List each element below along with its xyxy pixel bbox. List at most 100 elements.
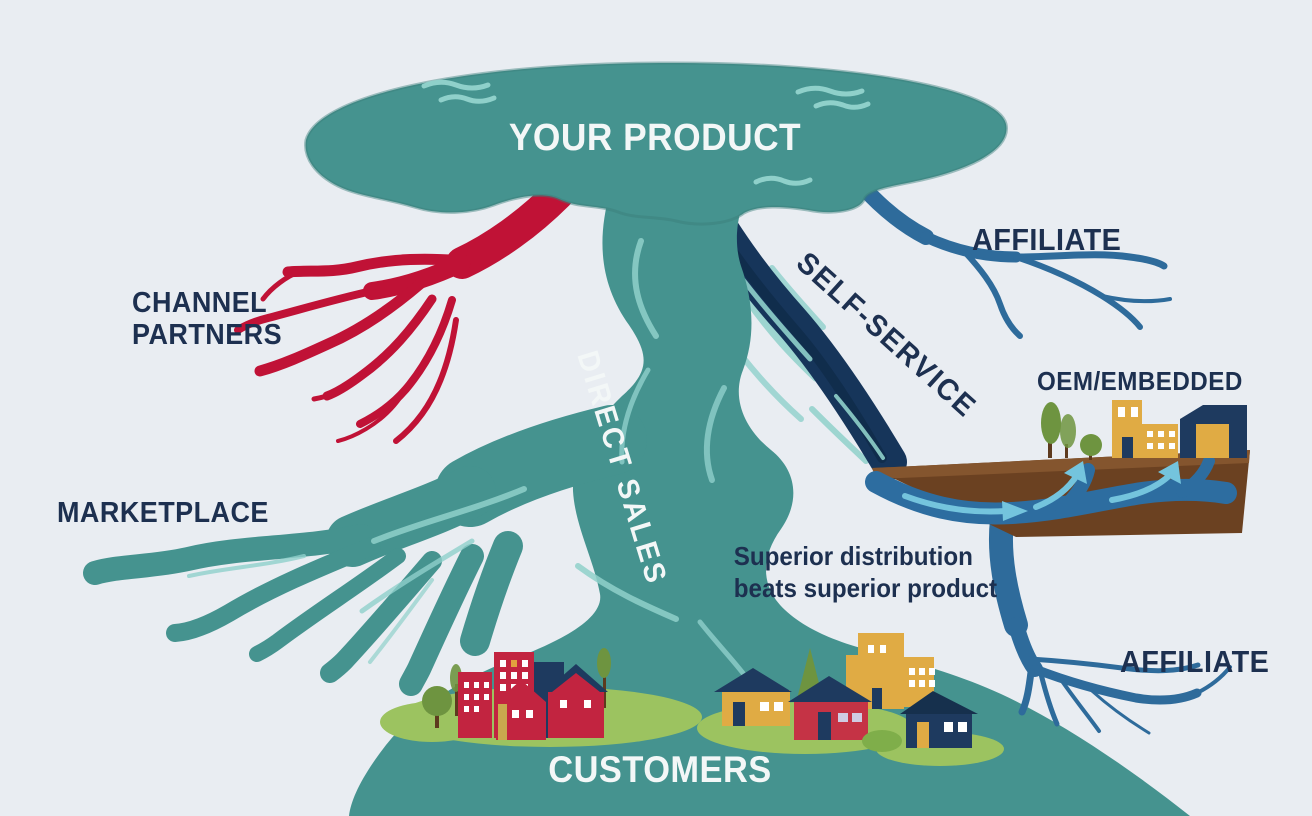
window: [526, 710, 533, 718]
window: [522, 672, 528, 679]
window: [1147, 443, 1153, 449]
affiliate-stem2: [1008, 617, 1043, 677]
flow-arrowhead: [1158, 461, 1181, 484]
navy-house: [900, 691, 978, 748]
marketplace-river: [83, 405, 647, 696]
navy-warehouse: [1180, 405, 1247, 458]
affiliate-branch: [1012, 251, 1168, 270]
affiliate-branch-tip: [1195, 665, 1232, 695]
direct-sales-river: [83, 192, 1190, 816]
channel-partners-label: CHANNEL PARTNERS: [132, 287, 282, 352]
window: [1158, 443, 1164, 449]
lit-window: [511, 660, 517, 667]
window: [1131, 407, 1138, 417]
affiliate-branch-tip: [1018, 668, 1035, 716]
main-river-shape: [349, 192, 1190, 816]
roof: [788, 676, 872, 702]
building-wing: [1142, 424, 1178, 458]
window: [958, 722, 967, 732]
right-village: [697, 633, 1004, 766]
water-streak: [703, 385, 727, 483]
window: [464, 694, 469, 700]
door: [872, 688, 882, 709]
affiliate-branch-tip: [1090, 689, 1151, 735]
tree: [1060, 414, 1076, 448]
underground-branch: [1055, 463, 1095, 516]
window: [868, 645, 874, 653]
marketplace-finger: [399, 544, 484, 696]
lake-label: YOUR PRODUCT: [508, 117, 802, 159]
door: [917, 722, 929, 748]
window: [474, 682, 479, 688]
window: [500, 672, 506, 679]
window: [880, 645, 886, 653]
window: [522, 660, 528, 667]
customers-label: CUSTOMERS: [548, 749, 772, 790]
window: [774, 702, 783, 711]
yellow-office-building: [1112, 400, 1178, 458]
marketplace-finger: [166, 537, 381, 642]
lake-wave: [421, 79, 491, 91]
window: [484, 694, 489, 700]
window: [852, 713, 862, 722]
water-streak: [632, 238, 659, 339]
channel-partners-line2: PARTNERS: [132, 319, 283, 352]
window: [944, 722, 953, 732]
window: [512, 710, 519, 718]
flow-arrowhead: [1064, 461, 1087, 484]
window: [1118, 407, 1125, 417]
window: [919, 680, 925, 687]
note-line2: beats superior product: [733, 572, 998, 603]
door: [818, 712, 831, 740]
affiliate-branch-tip: [1038, 671, 1060, 727]
affiliate-branch: [1013, 254, 1143, 330]
affiliate-branch: [1030, 664, 1202, 705]
water-streak: [359, 538, 475, 614]
marketplace-finger: [320, 551, 442, 683]
marketplace-label: MARKETPLACE: [57, 497, 269, 529]
product-lake: [304, 61, 1008, 226]
window: [929, 680, 935, 687]
affiliate-bottom-label: AFFILIATE: [1120, 644, 1270, 679]
note-line1: Superior distribution: [733, 541, 973, 571]
window: [909, 668, 915, 675]
flow-arrow: [1109, 471, 1174, 503]
oem-embedded-label: OEM/EMBEDDED: [1037, 366, 1243, 396]
window: [500, 684, 506, 691]
window: [919, 668, 925, 675]
window: [1169, 431, 1175, 437]
door: [733, 702, 745, 726]
channel-partners-line1: CHANNEL: [132, 287, 268, 319]
window: [560, 700, 567, 708]
window: [464, 706, 469, 712]
bush: [862, 730, 902, 752]
affiliate-branch: [1027, 656, 1201, 674]
window: [1147, 431, 1153, 437]
window: [760, 702, 769, 711]
affiliate-stem2: [920, 231, 1022, 263]
water-streak: [619, 367, 651, 465]
water-streak: [575, 563, 679, 622]
tree: [597, 648, 611, 678]
affiliate-stem: [988, 508, 1028, 637]
window: [584, 700, 591, 708]
water-streak: [809, 406, 869, 464]
window: [929, 668, 935, 675]
left-village: [380, 648, 702, 747]
underground-branch: [1176, 455, 1215, 498]
affiliate-bottom-river: [988, 508, 1232, 735]
red-branch-tip: [393, 317, 459, 444]
roof: [714, 668, 792, 692]
window: [1158, 431, 1164, 437]
small-red-house: [496, 680, 546, 740]
door: [498, 704, 507, 740]
affiliate-branch: [959, 246, 1023, 339]
door: [1122, 437, 1133, 458]
flow-arrowhead: [1002, 501, 1028, 521]
red-river-stem: [446, 178, 574, 279]
round-tree: [422, 686, 452, 716]
flow-arrow: [1033, 472, 1080, 510]
window: [500, 660, 506, 667]
